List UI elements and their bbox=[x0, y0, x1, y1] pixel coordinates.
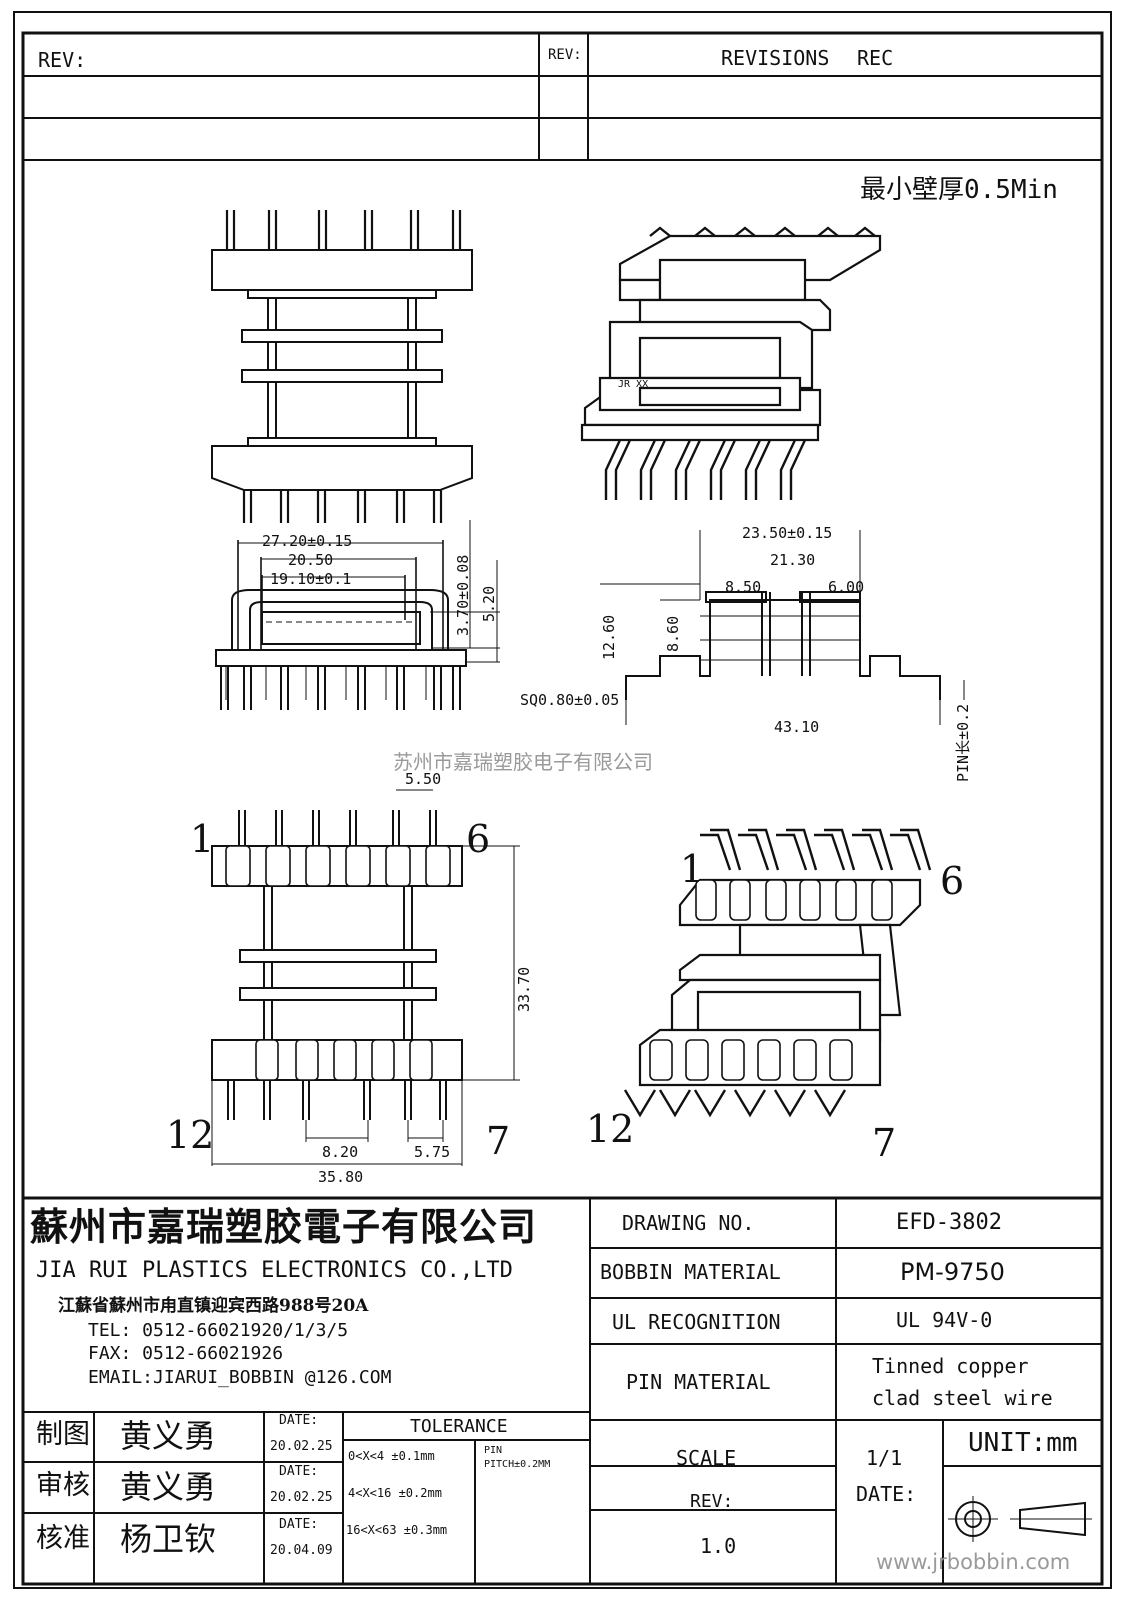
dim-g1: 20.50 bbox=[288, 551, 334, 569]
date-checked: 20.02.25 bbox=[270, 1490, 333, 1505]
company-name-cn: 蘇州市嘉瑞塑胶電子有限公司 bbox=[30, 1204, 538, 1249]
scale-value: 1/1 bbox=[866, 1446, 903, 1470]
rec-label: REC bbox=[857, 46, 894, 70]
pin-pitch-line1: PIN bbox=[484, 1445, 503, 1456]
name-checked: 黄义勇 bbox=[120, 1468, 217, 1506]
date-label-approved: DATE: bbox=[279, 1517, 319, 1532]
rev-label: REV: bbox=[690, 1491, 734, 1512]
ul-label: UL RECOGNITION bbox=[612, 1310, 781, 1334]
pin-1-label: 1 bbox=[190, 817, 215, 861]
front-view bbox=[211, 210, 473, 523]
iso-pin-12-label: 12 bbox=[586, 1107, 635, 1151]
company-name-en: JIA RUI PLASTICS ELECTRONICS CO.,LTD bbox=[36, 1258, 513, 1283]
dim-n: 35.80 bbox=[318, 1168, 364, 1186]
projection-symbol bbox=[948, 1496, 1092, 1542]
pin-12-label: 12 bbox=[166, 1113, 215, 1157]
dim-i: 27.20±0.15 bbox=[262, 532, 353, 550]
dim-d: 12.60 bbox=[600, 614, 618, 660]
tolerance-row-1: 0<X<4 ±0.1mm bbox=[348, 1449, 435, 1463]
rev-label-right: REV: bbox=[548, 47, 582, 63]
dim-b3: 5.75 bbox=[414, 1143, 451, 1161]
dim-m: 33.70 bbox=[515, 966, 533, 1012]
dim-a: 43.10 bbox=[774, 718, 820, 736]
date-label-drawn: DATE: bbox=[279, 1413, 319, 1428]
pin-material-line1: Tinned copper bbox=[872, 1354, 1029, 1378]
dim-b1: 5.50 bbox=[405, 770, 442, 788]
end-view bbox=[215, 520, 500, 710]
date-label-checked: DATE: bbox=[279, 1464, 319, 1479]
role-checked: 审核 bbox=[36, 1470, 90, 1501]
min-wall-note: 最小壁厚0.5Min bbox=[860, 175, 1058, 205]
tolerance-row-3: 16<X<63 ±0.3mm bbox=[346, 1523, 448, 1537]
drawing-no-value: EFD-3802 bbox=[896, 1210, 1002, 1235]
dim-j: 8.50 bbox=[725, 578, 762, 596]
dim-g2: 19.10±0.1 bbox=[270, 570, 352, 588]
dim-b2: 8.20 bbox=[322, 1143, 359, 1161]
date-label: DATE: bbox=[856, 1482, 917, 1506]
company-email: EMAIL:JIARUI_BOBBIN @126.COM bbox=[88, 1367, 392, 1388]
iso-pin-7-label: 7 bbox=[872, 1121, 897, 1165]
scale-label: SCALE bbox=[676, 1446, 737, 1470]
company-fax: FAX: 0512-66021926 bbox=[88, 1343, 284, 1364]
dim-h1: 5.20 bbox=[480, 585, 498, 622]
dim-b-side: 8.60 bbox=[664, 615, 682, 652]
bottom-view bbox=[211, 789, 520, 1166]
watermark-website: www.jrbobbin.com bbox=[876, 1550, 1071, 1574]
bobbin-material-value: PM-9750 bbox=[900, 1258, 1005, 1286]
dim-k: 6.00 bbox=[828, 578, 865, 596]
tolerance-row-2: 4<X<16 ±0.2mm bbox=[348, 1486, 442, 1500]
pin-material-line2: clad steel wire bbox=[872, 1386, 1053, 1410]
dim-f: 23.50±0.15 bbox=[742, 524, 833, 542]
name-drawn: 黄义勇 bbox=[120, 1417, 217, 1455]
pin-7-label: 7 bbox=[486, 1119, 511, 1163]
bobbin-material-label: BOBBIN MATERIAL bbox=[600, 1260, 781, 1284]
role-drawn: 制图 bbox=[36, 1419, 90, 1450]
iso-top-view bbox=[580, 226, 882, 500]
dim-c: SQ0.80±0.05 bbox=[520, 691, 620, 709]
rev-label-left: REV: bbox=[38, 48, 87, 72]
date-drawn: 20.02.25 bbox=[270, 1439, 333, 1454]
unit-label: UNIT:mm bbox=[968, 1428, 1078, 1458]
name-approved: 杨卫钦 bbox=[120, 1520, 217, 1558]
iso-pin-1-label: 1 bbox=[680, 847, 705, 891]
revisions-label: REVISIONS bbox=[721, 46, 830, 70]
dim-e: 21.30 bbox=[770, 551, 816, 569]
pin-6-label: 6 bbox=[466, 817, 491, 861]
rev-value: 1.0 bbox=[700, 1534, 737, 1558]
pin-material-label: PIN MATERIAL bbox=[626, 1370, 771, 1394]
date-approved: 20.04.09 bbox=[270, 1543, 333, 1558]
iso-mark: JR XX bbox=[618, 379, 649, 390]
drawing-no-label: DRAWING NO. bbox=[622, 1211, 755, 1235]
dim-l: PIN长±0.2 bbox=[954, 703, 972, 782]
iso-bottom-view bbox=[623, 828, 932, 1118]
role-approved: 核准 bbox=[36, 1523, 90, 1554]
tolerance-label: TOLERANCE bbox=[410, 1416, 508, 1437]
watermark-company: 苏州市嘉瑞塑胶电子有限公司 bbox=[393, 750, 653, 774]
ul-value: UL 94V-0 bbox=[896, 1308, 993, 1332]
company-tel: TEL: 0512-66021920/1/3/5 bbox=[88, 1320, 349, 1341]
company-address: 江蘇省蘇州市甪直镇迎宾西路988号20A bbox=[58, 1296, 369, 1316]
pin-pitch-line2: PITCH±0.2MM bbox=[484, 1459, 551, 1470]
iso-pin-6-label: 6 bbox=[940, 859, 965, 903]
side-view bbox=[600, 530, 965, 725]
dim-h2: 3.70±0.08 bbox=[454, 554, 472, 636]
